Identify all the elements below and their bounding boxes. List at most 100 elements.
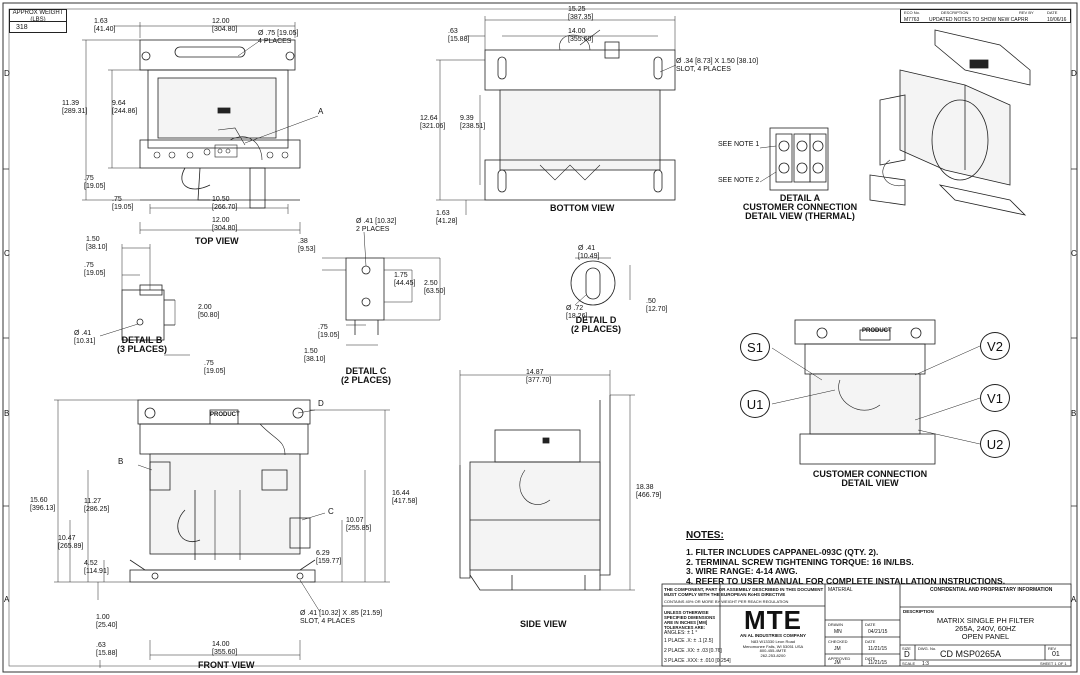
bottom-view-drawing xyxy=(484,29,676,201)
tb-size: D xyxy=(904,650,910,659)
detail-a-drawing xyxy=(759,127,829,191)
tb-size-label: SIZE xyxy=(902,646,911,651)
tb-approved-label: APPROVED xyxy=(828,656,851,661)
tb-checked-by: JM xyxy=(834,646,841,652)
note-1: 1. FILTER INCLUDES CAPPANEL-093C (QTY. 2… xyxy=(686,547,879,557)
tb-scale-label: SCALE xyxy=(902,661,916,666)
dim-dc-75: .75[19.05] xyxy=(318,324,340,339)
grid-row-b-right: B xyxy=(1071,409,1077,418)
marker-d: D xyxy=(318,399,324,408)
front-view-drawing xyxy=(129,399,316,583)
tb-sheet: SHEET 1 OF 1 xyxy=(1040,661,1067,666)
tb-checked-date-label: DATE xyxy=(865,639,876,644)
dim-fr-1007: 10.07[255.85] xyxy=(346,517,372,532)
dim-top-75a: .75[19.05] xyxy=(84,175,106,190)
dim-db-41: Ø .41[10.31] xyxy=(74,330,96,345)
dim-top-h1: 11.39[289.31] xyxy=(62,100,88,115)
detail-c-title: DETAIL C(2 PLACES) xyxy=(340,366,391,385)
tb-drawn-date-label: DATE xyxy=(865,622,876,627)
dim-db-150: 1.50[38.10] xyxy=(86,236,108,251)
dim-db-75: .75[19.05] xyxy=(84,262,106,277)
dim-bot-1400: 14.00[355.60] xyxy=(568,28,594,43)
tb-tol-2: 2 PLACE .XX: ± .03 [0.76] xyxy=(664,648,722,654)
dim-fr-1127: 11.27[286.25] xyxy=(84,498,110,513)
dim-fr-1644: 16.44[417.58] xyxy=(392,490,418,505)
top-view-title: TOP VIEW xyxy=(195,236,239,246)
rev-date: 10/06/16 xyxy=(1047,17,1067,23)
tb-checked-label: CHECKED xyxy=(828,639,848,644)
see-note-1: SEE NOTE 1 xyxy=(718,141,760,148)
dim-dc-38: .38[9.53] xyxy=(298,238,316,253)
dim-fr-452: 4.52[114.91] xyxy=(84,560,109,575)
dim-fr-100: 1.00[25.40] xyxy=(96,614,118,629)
bottom-view-title: BOTTOM VIEW xyxy=(550,203,615,213)
mte-logo-text: MTE xyxy=(744,605,802,635)
grid-row-b-left: B xyxy=(4,409,10,418)
rev-desc: UPDATED NOTES TO SHOW NEW CAP xyxy=(929,17,1021,23)
isometric-view-drawing xyxy=(869,29,1031,216)
dim-fr-63: .63[15.88] xyxy=(96,642,118,657)
tb-tolerance-head: UNLESS OTHERWISE SPECIFIED DIMENSIONS AR… xyxy=(664,610,716,630)
dim-dc-250: 2.50[63.50] xyxy=(424,280,446,295)
rev-by: RR xyxy=(1021,17,1029,23)
dim-top-1050: 10.50[266.70] xyxy=(212,196,238,211)
marker-b: B xyxy=(118,457,124,466)
tb-description-label: DESCRIPTION xyxy=(903,609,934,614)
rev-head-eco: ECO No. xyxy=(904,10,921,15)
see-note-2: SEE NOTE 2 xyxy=(718,177,760,184)
weight-header: APPROX WEIGHT (LBS) xyxy=(10,10,66,22)
dim-fr-629: 6.29[159.77] xyxy=(316,550,342,565)
tb-scale: 1:3 xyxy=(922,661,929,667)
tb-drawn-label: DRAWN xyxy=(828,622,843,627)
customer-product-label: PRODUCT xyxy=(862,328,892,334)
rev-eco: M7763 xyxy=(904,17,920,23)
rev-head-desc: DESCRIPTION xyxy=(941,10,969,15)
mte-logo-sub: AN AL INDUSTRIES COMPANY xyxy=(740,633,806,638)
dim-bot-slot: Ø .34 [8.73] X 1.50 [38.10]SLOT, 4 PLACE… xyxy=(676,58,759,73)
detail-d-title: DETAIL D(2 PLACES) xyxy=(570,315,621,334)
weight-value: 318 xyxy=(16,24,28,31)
terminal-v1: V1 xyxy=(980,384,1010,412)
grid-row-d-left: D xyxy=(4,69,10,78)
side-view-title: SIDE VIEW xyxy=(520,619,567,629)
tb-drawn-by: MN xyxy=(834,629,842,635)
grid-row-d-right: D xyxy=(1071,69,1077,78)
dim-fr-1047: 10.47[265.89] xyxy=(58,535,84,550)
tb-checked-date: 11/21/15 xyxy=(868,646,888,652)
dim-bot-1264: 12.64[321.06] xyxy=(420,115,446,130)
note-2: 2. TERMINAL SCREW TIGHTENING TORQUE: 16 … xyxy=(686,556,914,567)
notes-title: NOTES: xyxy=(686,530,724,541)
marker-a: A xyxy=(318,107,324,116)
tb-drawn-date: 04/21/15 xyxy=(868,629,888,635)
dim-db-75b: .75[19.05] xyxy=(204,360,226,375)
dim-dc-175: 1.75[44.45] xyxy=(394,272,416,287)
terminal-u1: U1 xyxy=(740,390,770,418)
rev-head-by: REV BY xyxy=(1019,10,1034,15)
tb-dwg-label: DWG. No. xyxy=(918,646,937,651)
note-3: 3. WIRE RANGE: 4-14 AWG. xyxy=(686,566,798,576)
dim-fr-1560: 15.60[396.13] xyxy=(30,497,56,512)
tb-contains: CONTAINS 40% OR MORE BY WEIGHT PER REACH… xyxy=(664,599,789,604)
tb-tol-3: 3 PLACE .XXX: ± .010 [0.254] xyxy=(664,658,731,664)
dim-dd-50: .50[12.70] xyxy=(646,298,668,313)
grid-row-c-right: C xyxy=(1071,249,1077,258)
marker-c: C xyxy=(328,507,334,516)
weight-box: APPROX WEIGHT (LBS) 318 xyxy=(9,9,67,33)
notes-block: NOTES: 1. FILTER INCLUDES CAPPANEL-093C … xyxy=(686,530,1005,586)
terminal-v2: V2 xyxy=(980,332,1010,360)
tb-compliance: THE COMPONENT, PART OR ASSEMBLY DESCRIBE… xyxy=(664,587,824,597)
dim-dd-72: Ø .72[18.26] xyxy=(566,305,588,320)
dim-bot-1525: 15.25[387.35] xyxy=(568,6,594,21)
tb-approved-date: 11/21/15 xyxy=(868,660,888,666)
tb-rev-label: REV xyxy=(1048,646,1057,651)
tb-approved-date-label: DATE xyxy=(865,656,876,661)
dim-fr-1400: 14.00[355.60] xyxy=(212,641,238,656)
front-product-label: PRODUCT xyxy=(210,412,240,418)
terminal-u2: U2 xyxy=(980,430,1010,458)
detail-b-title: DETAIL B(3 PLACES) xyxy=(116,335,167,354)
dim-top-75b: .75[19.05] xyxy=(112,196,134,211)
side-view-drawing xyxy=(459,395,611,591)
